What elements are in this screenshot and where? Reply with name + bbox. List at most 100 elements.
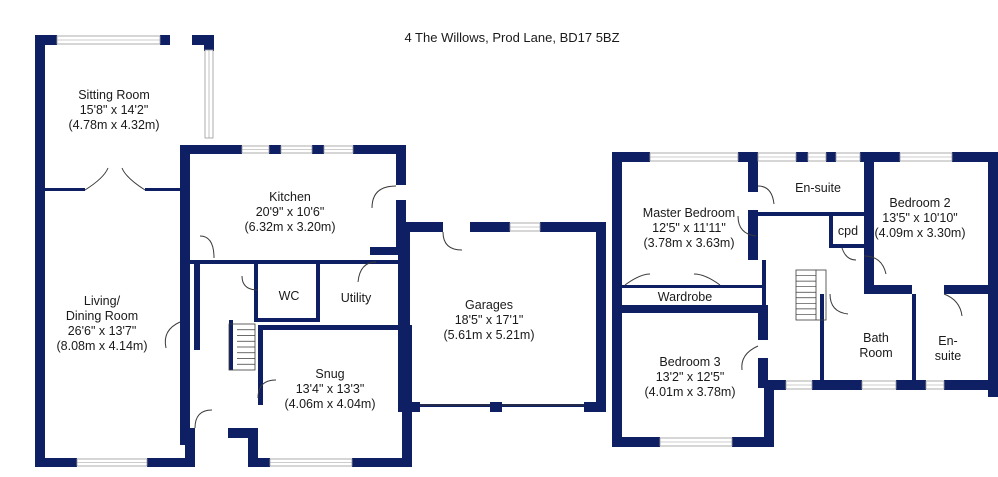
door-swing	[442, 231, 463, 251]
wall	[147, 458, 195, 467]
wall	[35, 35, 45, 467]
inner-wall	[316, 260, 320, 318]
wall	[864, 152, 874, 292]
room-label-bedroom-3: Bedroom 3 13'2" x 12'5" (4.01m x 3.78m)	[644, 355, 736, 399]
wall	[490, 402, 502, 412]
door-swing	[757, 185, 775, 205]
inner-wall	[190, 260, 400, 264]
room-label-bedroom-2: Bedroom 2 13'5" x 10'10" (4.09m x 3.30m)	[874, 196, 966, 240]
wall	[758, 305, 768, 340]
door-swing	[357, 261, 377, 283]
room-label-master-bedroom: Master Bedroom 12'5" x 11'11" (3.78m x 3…	[642, 206, 736, 250]
plan-title: 4 The Willows, Prod Lane, BD17 5BZ	[404, 30, 620, 45]
inner-wall	[762, 260, 766, 308]
wall	[269, 145, 281, 154]
wall	[248, 458, 270, 467]
door-swing	[693, 273, 721, 286]
inner-wall	[912, 294, 916, 384]
wall	[812, 380, 862, 390]
wall	[732, 437, 774, 447]
door-swing	[371, 185, 397, 209]
wall	[764, 380, 786, 390]
inner-wall	[829, 216, 833, 244]
wall	[35, 458, 77, 467]
window-layer	[56, 35, 953, 467]
wall	[864, 285, 912, 294]
wall	[952, 152, 998, 162]
wall	[353, 145, 406, 154]
wall	[896, 380, 926, 390]
wall	[596, 222, 606, 412]
room-label-cpd: cpd	[837, 224, 859, 238]
wall	[352, 458, 412, 467]
door-swing	[164, 321, 181, 349]
wall	[944, 380, 998, 390]
wall	[160, 35, 170, 45]
door-swing	[737, 215, 757, 237]
wall	[860, 152, 900, 162]
room-label-bath-room: Bath Room	[859, 331, 893, 360]
room-label-snug: Snug 13'4" x 13'3" (4.06m x 4.04m)	[284, 367, 376, 411]
room-label-en-suite: En-suite	[795, 181, 841, 195]
wall	[796, 152, 808, 162]
wall	[312, 145, 324, 154]
wall	[204, 35, 214, 51]
wall	[396, 145, 406, 185]
inner-wall-layer	[45, 188, 916, 407]
door-swing	[121, 167, 146, 191]
door-swing	[943, 293, 963, 317]
room-label-kitchen: Kitchen 20'9" x 10'6" (6.32m x 3.20m)	[244, 190, 336, 234]
room-label-wc: WC	[278, 289, 300, 303]
inner-wall	[622, 285, 762, 288]
wall	[584, 402, 606, 412]
wall	[764, 380, 774, 447]
wall	[398, 222, 443, 232]
wall	[748, 152, 758, 192]
room-label-utility: Utility	[340, 291, 372, 305]
wall	[185, 428, 195, 467]
wall	[758, 358, 768, 388]
wall	[612, 437, 660, 447]
wall	[398, 222, 410, 412]
room-label-garages: Garages 18'5" x 17'1" (5.61m x 5.21m)	[443, 298, 535, 342]
wall	[540, 222, 606, 232]
inner-wall	[229, 320, 233, 370]
room-label-en-suite-2: En- suite	[934, 334, 962, 363]
door-swing	[84, 167, 109, 191]
wall	[470, 222, 510, 232]
door-swing	[741, 345, 759, 371]
wall	[194, 260, 200, 350]
wall	[248, 428, 258, 467]
inner-wall	[258, 325, 406, 330]
inner-wall	[820, 294, 824, 384]
wall	[180, 145, 190, 445]
inner-wall	[758, 212, 864, 216]
wall	[988, 152, 998, 397]
room-label-sitting-room: Sitting Room 15'8" x 14'2" (4.78m x 4.32…	[68, 88, 160, 132]
wall	[612, 305, 767, 313]
door-swing	[863, 255, 887, 275]
wall	[398, 402, 420, 412]
inner-wall	[254, 260, 258, 318]
wall-layer	[35, 35, 998, 467]
inner-wall	[829, 244, 864, 248]
inner-wall	[258, 325, 263, 405]
door-swing	[841, 247, 857, 261]
wall	[612, 152, 622, 447]
door-swing	[241, 275, 259, 291]
inner-wall	[45, 188, 85, 191]
wall	[826, 152, 836, 162]
wall	[180, 145, 242, 154]
wall	[35, 35, 57, 45]
room-label-wardrobe: Wardrobe	[657, 290, 713, 304]
room-label-living-dining-room: Living/ Dining Room 26'6" x 13'7" (8.08m…	[56, 294, 148, 353]
door-swing	[624, 273, 651, 286]
wall	[192, 35, 214, 45]
door-swing	[194, 409, 213, 429]
door-layer	[84, 167, 963, 429]
inner-wall	[254, 318, 320, 322]
wall	[944, 285, 998, 294]
inner-wall	[145, 188, 180, 191]
wall	[748, 210, 758, 260]
